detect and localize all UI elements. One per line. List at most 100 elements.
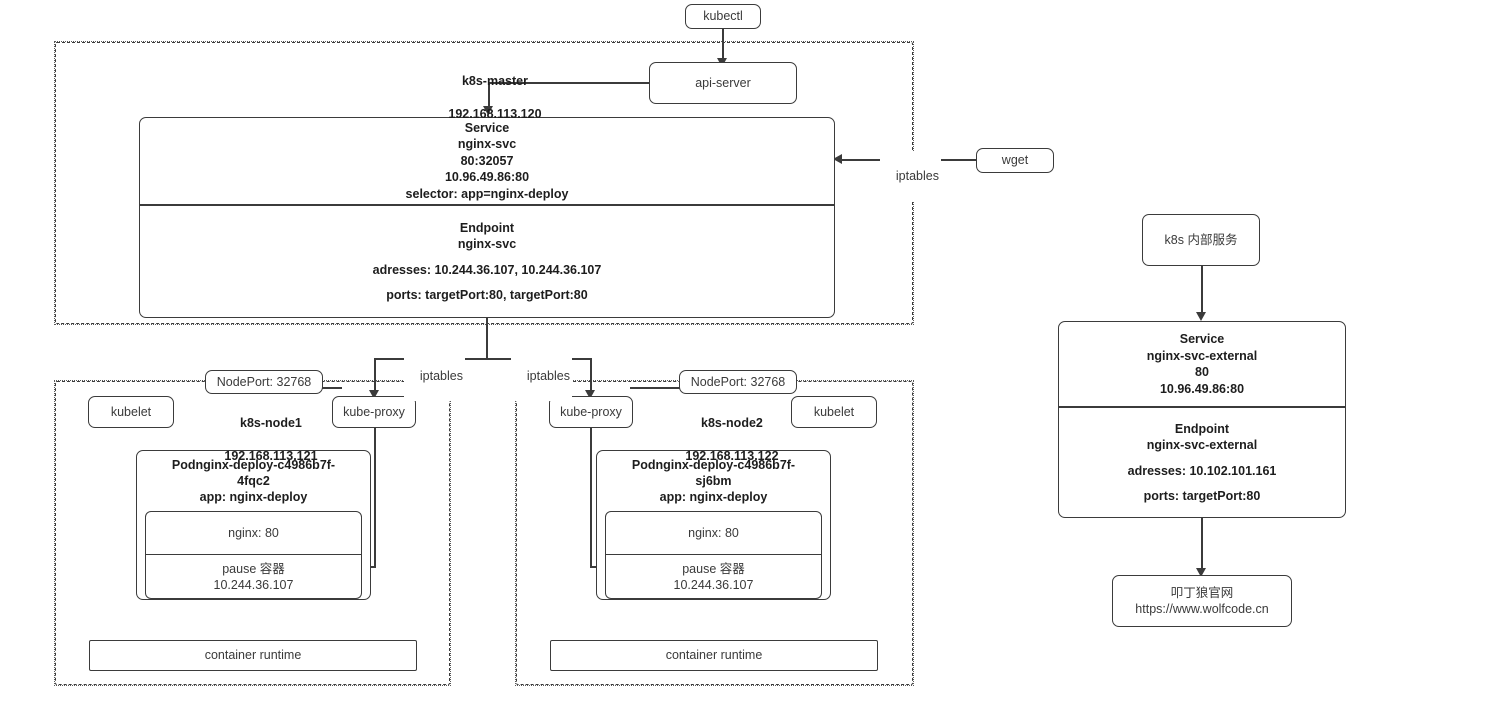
node2-container-nginx[interactable]: nginx: 80 [605,511,822,556]
node1-container-nginx-label: nginx: 80 [228,526,279,541]
node1-pod-name-line1: Podnginx-deploy-c4986b7f- [171,458,336,472]
node1-pod-name-line2: 4fqc2 [237,473,270,488]
arrowhead-endpoint-external-to-site [1196,568,1206,577]
node1-container-runtime-label: container runtime [204,648,302,663]
node-api-server[interactable]: api-server [649,62,797,104]
node2-pod[interactable]: Podnginx-deploy-c4986b7f- sj6bm app: ngi… [596,450,831,600]
label-k8s-node1-name: k8s-node1 [240,416,302,431]
site-url: https://www.wolfcode.cn [1135,602,1269,616]
endpoint-ports: ports: targetPort:80, targetPort:80 [386,288,588,302]
edge-label-iptables-node2-text: iptables [526,369,570,384]
edge-internal-service-to-service-external [1201,266,1203,316]
endpoint-external-ports: ports: targetPort:80 [1143,489,1261,503]
label-k8s-node1: k8s-node1 192.168.113.121 [194,399,334,480]
label-k8s-node1-ip: 192.168.113.121 [224,448,318,463]
edge-label-iptables-node2: iptables [511,352,572,401]
node2-kubelet-label: kubelet [813,404,855,419]
node-internal-service[interactable]: k8s 内部服务 [1142,214,1260,266]
edge-apiserver-to-service-v [488,82,490,110]
service-ports: 80:32057 [460,153,514,168]
label-k8s-master-ip: 192.168.113.120 [448,106,542,121]
arrowhead-internal-service-to-service-external [1196,312,1206,321]
node2-kube-proxy-label: kube-proxy [560,404,622,419]
edge-endpoint-to-node1-v [374,358,376,394]
node2-container-nginx-label: nginx: 80 [688,526,739,541]
service-selector: selector: app=nginx-deploy [405,186,569,201]
edge-label-iptables-wget: iptables [880,152,941,201]
node1-container-pause-ip: 10.244.36.107 [213,577,294,592]
endpoint-external-name: nginx-svc-external [1146,438,1258,452]
node2-nodeport-badge[interactable]: NodePort: 32768 [679,370,797,394]
service-external-cluster-ip: 10.96.49.86:80 [1159,381,1245,396]
service-external-name: nginx-svc-external [1146,348,1258,363]
edge-node2-nodeport-to-kubeproxy [630,387,682,389]
node-endpoint-nginx-svc[interactable]: Endpoint nginx-svc adresses: 10.244.36.1… [139,205,835,318]
service-cluster-ip: 10.96.49.86:80 [444,170,530,185]
node2-pod-name-line1: Podnginx-deploy-c4986b7f- [631,458,796,472]
node-service-nginx-svc[interactable]: Service nginx-svc 80:32057 10.96.49.86:8… [139,117,835,205]
node1-kubelet-label: kubelet [110,404,152,419]
edge-label-iptables-wget-text: iptables [895,169,939,184]
node1-container-pause-label: pause 容器 [222,561,285,576]
label-k8s-master: k8s-master 192.168.113.120 [418,57,558,138]
node1-kube-proxy[interactable]: kube-proxy [332,396,416,428]
edge-endpoint-external-to-site [1201,518,1203,573]
endpoint-title: Endpoint [459,220,515,235]
edge-endpoint-down [486,318,488,359]
label-k8s-node2-name: k8s-node2 [701,416,763,431]
edge-label-iptables-node1-text: iptables [419,369,463,384]
endpoint-name: nginx-svc [457,237,517,251]
arrowhead-endpoint-to-node2 [585,390,595,399]
edge-kubectl-to-apiserver [722,29,724,61]
arrowhead-apiserver-to-service [483,106,493,115]
node1-nodeport-badge[interactable]: NodePort: 32768 [205,370,323,394]
node1-pod-app: app: nginx-deploy [199,489,308,504]
node1-kubelet[interactable]: kubelet [88,396,174,428]
node1-container-runtime[interactable]: container runtime [89,640,417,671]
node2-container-pause-ip: 10.244.36.107 [673,577,754,592]
edge-label-iptables-node1: iptables [404,352,465,401]
node1-nodeport-label: NodePort: 32768 [216,374,312,389]
node2-pod-name-line2: sj6bm [695,473,732,488]
node2-container-runtime[interactable]: container runtime [550,640,878,671]
node2-pod-app: app: nginx-deploy [659,489,768,504]
edge-node2-kubeproxy-down [590,428,592,567]
node1-pod-title: Podnginx-deploy-c4986b7f- 4fqc2 app: ngi… [145,458,362,505]
arrowhead-wget-to-service [833,154,842,164]
node2-container-pause[interactable]: pause 容器 10.244.36.107 [605,555,822,600]
edge-endpoint-to-node2-v [590,358,592,394]
node1-kube-proxy-label: kube-proxy [343,404,405,419]
endpoint-external-addresses: adresses: 10.102.101.161 [1127,463,1277,478]
service-name: nginx-svc [457,137,517,152]
node1-pod[interactable]: Podnginx-deploy-c4986b7f- 4fqc2 app: ngi… [136,450,371,600]
node-wolfcode-site[interactable]: 叩丁狼官网 https://www.wolfcode.cn [1112,575,1292,627]
node-wget[interactable]: wget [976,148,1054,173]
node-kubectl[interactable]: kubectl [685,4,761,29]
service-external-port: 80 [1195,365,1209,379]
node2-kube-proxy[interactable]: kube-proxy [549,396,633,428]
label-k8s-node2-ip: 192.168.113.122 [685,448,779,463]
label-k8s-master-name: k8s-master [461,74,528,89]
node1-container-pause[interactable]: pause 容器 10.244.36.107 [145,555,362,600]
node-wget-label: wget [1001,153,1029,168]
node1-container-nginx[interactable]: nginx: 80 [145,511,362,556]
edge-node1-kubeproxy-down [374,428,376,567]
label-k8s-node2: k8s-node2 192.168.113.122 [655,399,795,480]
node-service-nginx-svc-external[interactable]: Service nginx-svc-external 80 10.96.49.8… [1058,321,1346,407]
endpoint-addresses: adresses: 10.244.36.107, 10.244.36.107 [372,262,602,277]
node2-kubelet[interactable]: kubelet [791,396,877,428]
service-external-title: Service [1179,332,1225,346]
edge-node1-nodeport-to-kubeproxy [322,387,342,389]
node2-nodeport-label: NodePort: 32768 [690,374,786,389]
service-title: Service [464,120,510,135]
node-endpoint-nginx-svc-external[interactable]: Endpoint nginx-svc-external adresses: 10… [1058,407,1346,518]
node2-container-runtime-label: container runtime [665,648,763,663]
node-api-server-label: api-server [695,75,751,90]
edge-apiserver-to-service-h [488,82,650,84]
arrowhead-endpoint-to-node1 [369,390,379,399]
node-internal-service-label: k8s 内部服务 [1164,232,1238,247]
node-kubectl-label: kubectl [703,9,743,24]
node2-container-pause-label: pause 容器 [682,561,745,576]
endpoint-external-title: Endpoint [1174,421,1230,436]
